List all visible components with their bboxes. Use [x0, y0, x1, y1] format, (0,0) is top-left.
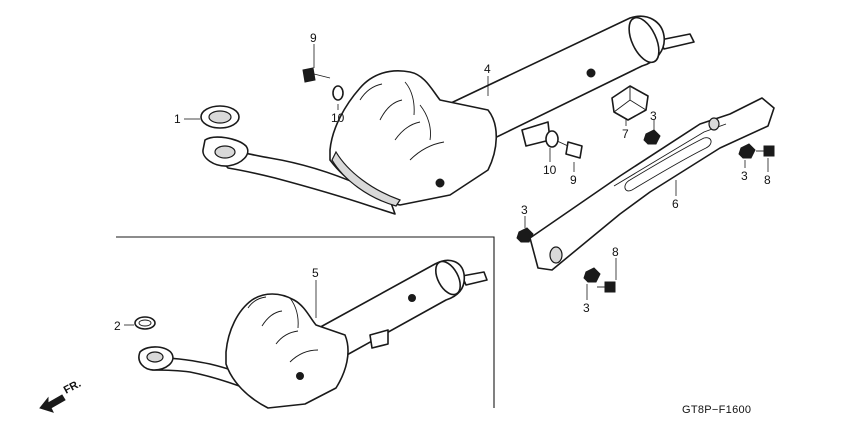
inset-frame: [116, 236, 495, 408]
callout-1: 1: [174, 112, 181, 126]
bolt-part-9-lower: [554, 139, 583, 159]
callout-10-lower: 10: [543, 163, 557, 177]
front-label: FR.: [62, 378, 83, 397]
callout-6: 6: [672, 197, 679, 211]
gasket-part-2: [134, 316, 156, 330]
callout-8-lower: 8: [612, 245, 619, 259]
nut-part-3-b: [738, 143, 756, 159]
callout-9-upper: 9: [310, 31, 317, 45]
muffler-part-5: [138, 259, 488, 409]
callout-4: 4: [484, 62, 491, 76]
nut-part-3-a: [643, 129, 661, 145]
callout-3-a: 3: [650, 109, 657, 123]
muffler-part-4: [202, 15, 695, 215]
washer-part-10-upper: [332, 85, 344, 101]
front-arrow-icon: [39, 394, 66, 413]
callout-3-c: 3: [521, 203, 528, 217]
callout-7: 7: [622, 127, 629, 141]
mount-rubber-part-7: [611, 85, 649, 121]
leader-lines: [124, 44, 769, 326]
callout-2: 2: [114, 319, 121, 333]
callout-8-upper: 8: [764, 173, 771, 187]
washer-part-10-lower: [545, 130, 559, 148]
callout-3-b: 3: [741, 169, 748, 183]
nut-part-3-d: [583, 267, 601, 283]
bolt-part-8-upper: [756, 145, 775, 157]
front-direction-indicator: FR.: [39, 378, 83, 413]
callout-9-lower: 9: [570, 173, 577, 187]
diagram-code: GT8P−F1600: [682, 404, 751, 416]
gasket-part-1: [200, 105, 240, 129]
bolt-part-9-upper: [302, 67, 331, 83]
protector-part-6: [529, 97, 775, 271]
callout-5: 5: [312, 266, 319, 280]
callout-3-d: 3: [583, 301, 590, 315]
callout-10-upper: 10: [331, 111, 345, 125]
nut-part-3-c: [516, 227, 534, 243]
bolt-part-8-lower: [597, 281, 616, 293]
